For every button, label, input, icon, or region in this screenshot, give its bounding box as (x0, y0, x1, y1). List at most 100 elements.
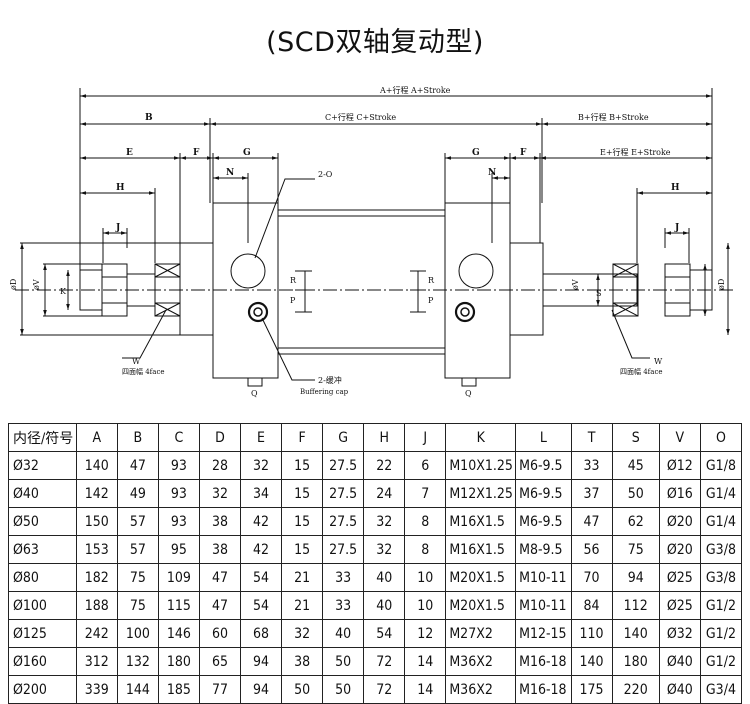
table-cell: 21 (281, 563, 324, 592)
dim-F: F (193, 148, 200, 158)
table-cell: 6 (404, 451, 447, 480)
table-cell: 100 (116, 619, 159, 648)
label-V: øV (32, 279, 41, 290)
table-cell: 60 (198, 619, 242, 648)
table-cell: Ø32 (8, 451, 77, 480)
table-cell: 47 (198, 563, 242, 592)
table-cell: M16-18 (515, 647, 572, 676)
table-cell: 77 (198, 675, 242, 704)
table-cell: 94 (239, 647, 283, 676)
table-cell: M16-18 (515, 675, 572, 704)
table-cell: 50 (611, 479, 660, 508)
table-cell: 50 (322, 675, 365, 704)
table-cell: 75 (116, 563, 159, 592)
table-cell: 57 (116, 507, 159, 536)
table-cell: 15 (281, 479, 324, 508)
table-cell: 50 (322, 647, 365, 676)
table-cell: Ø25 (658, 591, 701, 620)
table-header-cell: L (515, 423, 572, 452)
dim-N-right: N (488, 168, 496, 178)
label-D: øD (9, 279, 18, 290)
label-buffer-en: Buffering cap (300, 388, 349, 396)
dim-N: N (226, 168, 234, 178)
table-cell: 40 (363, 591, 406, 620)
table-cell: M27X2 (445, 619, 517, 648)
table-cell: 185 (157, 675, 200, 704)
table-cell: 62 (611, 507, 660, 536)
table-cell: 56 (570, 535, 613, 564)
table-cell: 24 (363, 479, 406, 508)
table-cell: 65 (198, 647, 242, 676)
table-cell: Ø16 (658, 479, 701, 508)
table-cell: 180 (611, 647, 660, 676)
table-cell: 180 (157, 647, 200, 676)
table-cell: 8 (404, 535, 447, 564)
table-cell: 27.5 (322, 507, 365, 536)
table-cell: M6-9.5 (515, 451, 572, 480)
table-cell: 47 (116, 451, 159, 480)
table-cell: 14 (404, 647, 447, 676)
table-cell: 27.5 (322, 535, 365, 564)
dim-F-right: F (520, 148, 527, 158)
table-cell: 75 (611, 535, 660, 564)
table-cell: 54 (239, 563, 283, 592)
table-cell: 112 (611, 591, 660, 620)
table-cell: Ø200 (8, 675, 77, 704)
table-cell: 33 (570, 451, 613, 480)
table-cell: 93 (157, 507, 200, 536)
label-Q: Q (251, 389, 258, 398)
table-cell: 22 (363, 451, 406, 480)
table-cell: 45 (611, 451, 660, 480)
table-cell: Ø100 (8, 591, 77, 620)
table-cell: G3/4 (699, 675, 743, 704)
table-cell: 70 (570, 563, 613, 592)
label-D-right: øD (717, 279, 726, 290)
table-header-cell: T (570, 423, 613, 452)
table-cell: 75 (116, 591, 159, 620)
table-cell: Ø63 (8, 535, 77, 564)
table-cell: Ø160 (8, 647, 77, 676)
label-R-right: R (428, 276, 435, 285)
label-Q-right: Q (465, 389, 472, 398)
table-cell: 142 (75, 479, 118, 508)
table-cell: M36X2 (445, 675, 517, 704)
table-cell: 93 (157, 451, 200, 480)
table-cell: 38 (198, 507, 242, 536)
table-cell: 32 (198, 479, 242, 508)
dim-B-right: B+行程 B+Stroke (578, 112, 649, 122)
label-R: R (290, 276, 297, 285)
table-cell: 27.5 (322, 451, 365, 480)
table-header-cell: J (404, 423, 447, 452)
dim-J: J (115, 223, 120, 233)
table-cell: M20X1.5 (445, 563, 517, 592)
table-cell: Ø25 (658, 563, 701, 592)
table-cell: 33 (322, 591, 365, 620)
table-cell: 47 (570, 507, 613, 536)
table-cell: M20X1.5 (445, 591, 517, 620)
dim-G: G (243, 148, 251, 158)
table-header-cell: D (198, 423, 242, 452)
table-cell: 84 (570, 591, 613, 620)
table-cell: 242 (75, 619, 118, 648)
table-cell: G1/8 (699, 451, 743, 480)
table-cell: M36X2 (445, 647, 517, 676)
table-cell: G1/4 (699, 479, 743, 508)
table-cell: 188 (75, 591, 118, 620)
table-header-cell: K (445, 423, 517, 452)
table-cell: 153 (75, 535, 118, 564)
table-cell: Ø32 (658, 619, 701, 648)
label-W: W (132, 357, 141, 366)
cylinder-drawing: A+行程 A+Stroke B C+行程 C+Stroke B+行程 B+Str… (9, 85, 735, 398)
table-cell: 28 (198, 451, 242, 480)
table-cell: Ø40 (658, 647, 701, 676)
table-cell: 182 (75, 563, 118, 592)
label-S: S (596, 289, 601, 298)
table-cell: 27.5 (322, 479, 365, 508)
table-cell: 7 (404, 479, 447, 508)
table-cell: 94 (611, 563, 660, 592)
